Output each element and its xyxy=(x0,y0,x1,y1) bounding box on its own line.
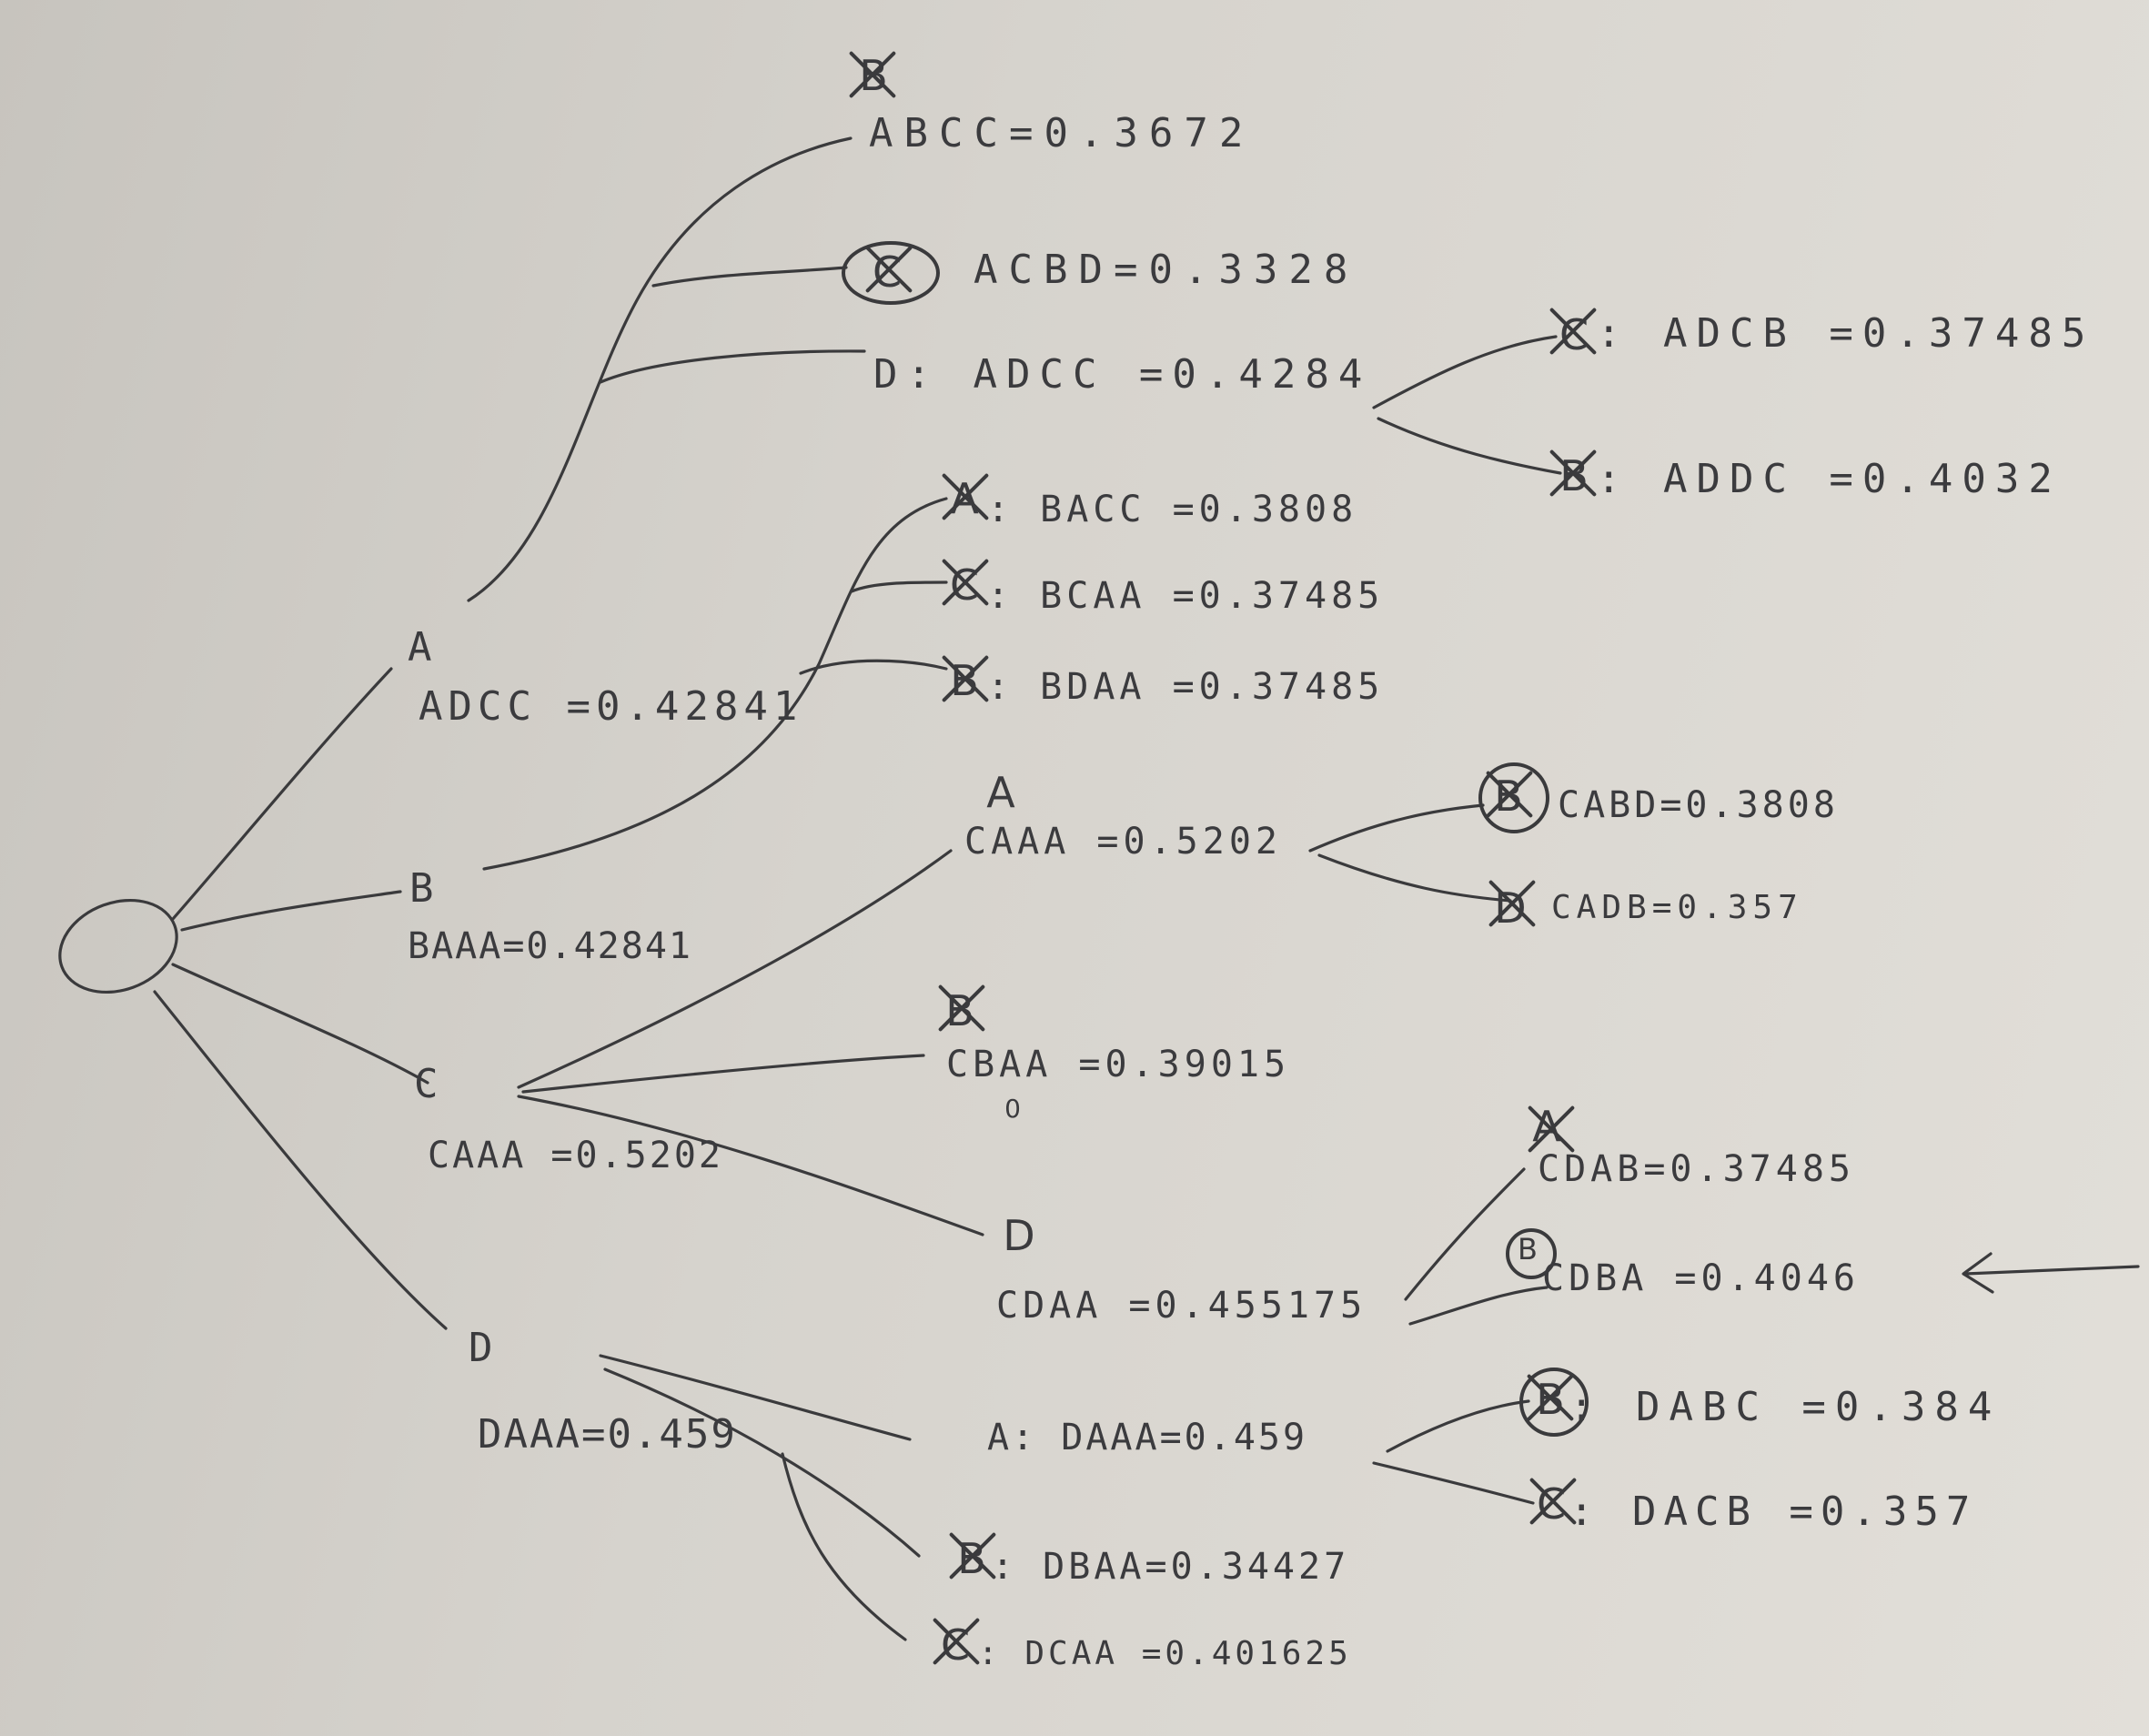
abcc-text: ABCC=0.3672 xyxy=(869,110,1255,156)
addc-text: : ADDC =0.4032 xyxy=(1597,456,2062,502)
edge-d-dcaa xyxy=(781,1452,907,1641)
edge-cdaa-cdba xyxy=(1408,1286,1549,1326)
bcaa-cross-icon xyxy=(939,557,992,610)
edge-daaa-dabc xyxy=(1386,1399,1530,1453)
bacc-cross-icon xyxy=(939,471,992,524)
adcb-cross-icon xyxy=(1547,306,1599,358)
addc-cross-icon xyxy=(1547,448,1599,500)
cdab-text: CDAB=0.37485 xyxy=(1538,1148,1855,1190)
edge-root-b xyxy=(180,890,402,932)
edge-adcc-addc xyxy=(1377,417,1562,475)
cbaa-note: 0 xyxy=(1004,1094,1021,1124)
level1-b-value: BAAA=0.42841 xyxy=(408,925,692,967)
bdaa-text: : BDAA =0.37485 xyxy=(987,666,1385,708)
bcaa-text: : BCAA =0.37485 xyxy=(987,575,1385,617)
edge-caaa-cadb xyxy=(1317,853,1512,903)
dacb-text: : DACB =0.357 xyxy=(1569,1489,1978,1535)
level1-d-letter: D xyxy=(469,1325,499,1371)
edge-d-daaa xyxy=(599,1354,912,1441)
edge-b-bacc xyxy=(482,497,948,871)
cdba-ring-icon xyxy=(1506,1228,1557,1279)
edge-a-abcc xyxy=(467,136,853,602)
caaa-mark: A xyxy=(986,768,1015,817)
edge-c-cbaa xyxy=(521,1054,925,1094)
edge-root-c xyxy=(171,963,429,1085)
cadb-cross-icon xyxy=(1486,878,1539,931)
cabd-cross-icon xyxy=(1483,769,1536,822)
level1-a-value: ADCC =0.42841 xyxy=(419,683,803,730)
cbaa-text: CBAA =0.39015 xyxy=(946,1044,1291,1085)
edge-root-d xyxy=(153,990,448,1330)
edge-daaa-dacb xyxy=(1372,1461,1535,1505)
cdaa-mark: D xyxy=(1003,1211,1035,1260)
dcaa-cross-icon xyxy=(930,1616,983,1669)
adcc-text: D: ADCC =0.4284 xyxy=(873,351,1372,398)
cdba-text: CDBA =0.4046 xyxy=(1542,1257,1860,1299)
acbd-cross-icon xyxy=(863,244,915,297)
cadb-text: CADB=0.357 xyxy=(1551,889,1803,926)
edge-b-bdaa xyxy=(799,659,948,675)
edge-caaa-cabd xyxy=(1308,803,1485,853)
edge-adcc-adcb xyxy=(1372,335,1558,409)
daaa-text: A: DAAA=0.459 xyxy=(987,1417,1308,1458)
edge-a-adcc xyxy=(599,349,866,384)
caaa-text: CAAA =0.5202 xyxy=(964,821,1282,863)
dcaa-text: : DCAA =0.401625 xyxy=(978,1635,1352,1672)
edge-b-bcaa xyxy=(850,580,948,593)
cbaa-cross-icon xyxy=(935,983,988,1035)
level1-b-letter: B xyxy=(409,865,439,912)
dbaa-text: : DBAA=0.34427 xyxy=(992,1546,1350,1588)
level1-c-letter: C xyxy=(414,1061,444,1107)
bacc-text: : BACC =0.3808 xyxy=(987,489,1358,530)
abcc-cross-icon xyxy=(846,49,899,102)
pointer-arrow xyxy=(1962,1252,2140,1294)
dabc-text: : DABC =0.384 xyxy=(1569,1384,2002,1430)
cdaa-text: CDAA =0.455175 xyxy=(996,1285,1367,1327)
cdba-mark: B xyxy=(1518,1232,1538,1267)
level1-d-value: DAAA=0.459 xyxy=(478,1411,737,1458)
acbd-ring-icon xyxy=(842,241,940,305)
edge-a-acbd xyxy=(651,266,848,288)
bdaa-cross-icon xyxy=(939,653,992,706)
edge-cdaa-cdab xyxy=(1404,1167,1526,1301)
adcb-text: : ADCB =0.37485 xyxy=(1597,310,2095,357)
edge-root-a xyxy=(171,667,393,921)
root-node xyxy=(58,898,178,994)
cdab-cross-icon xyxy=(1525,1104,1561,1140)
edge-d-dbaa xyxy=(603,1368,921,1558)
level1-c-value: CAAA =0.5202 xyxy=(428,1135,723,1176)
cabd-ring-icon xyxy=(1478,762,1549,833)
edge-c-caaa xyxy=(517,849,953,1089)
acbd-text: ACBD=0.3328 xyxy=(974,247,1359,293)
level1-a-letter: A xyxy=(408,624,438,671)
edge-c-cdaa xyxy=(517,1095,984,1236)
dabc-ring-icon xyxy=(1519,1368,1589,1437)
cabd-text: CABD=0.3808 xyxy=(1558,784,1839,826)
